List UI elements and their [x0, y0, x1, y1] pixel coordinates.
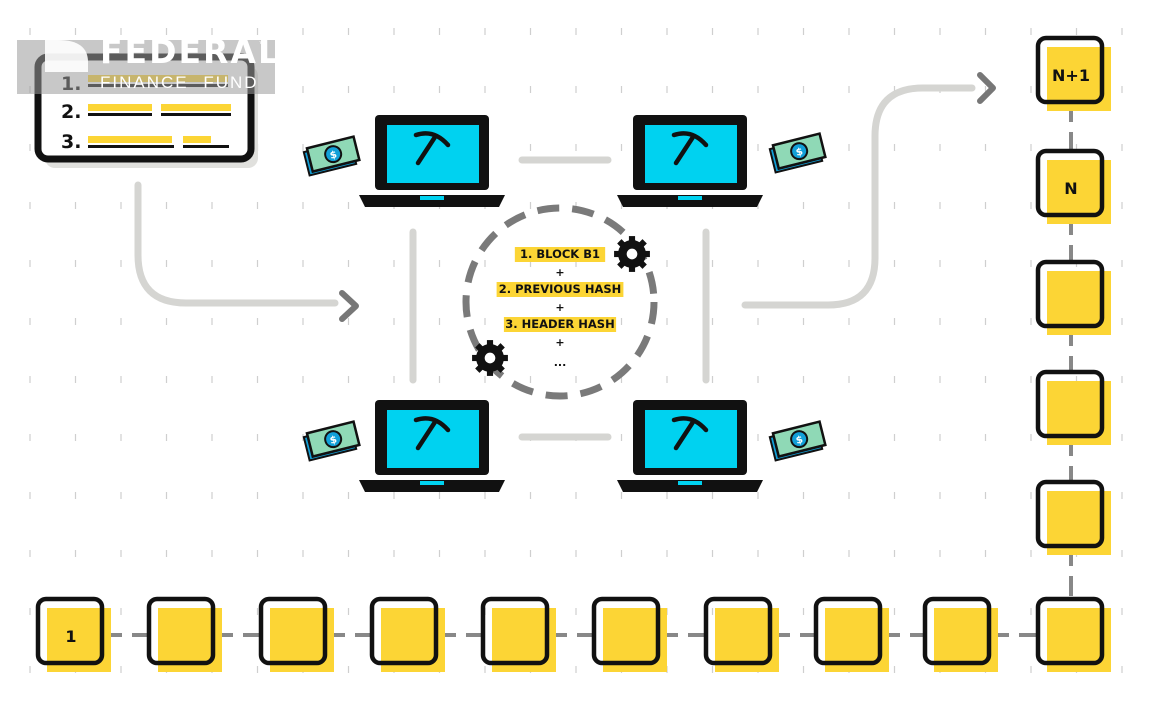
- flow-arrowheads: [339, 72, 996, 322]
- hash-operator: ...: [554, 356, 567, 369]
- hash-operator: +: [555, 301, 564, 314]
- hash-input-label: 2. PREVIOUS HASH: [499, 282, 622, 296]
- chain-block: [1035, 369, 1111, 445]
- blockchain: 1 N+1N: [35, 35, 1111, 672]
- brand-logo: FEDERAL ™ FINANCE FUND: [17, 32, 281, 94]
- chain-block: [922, 596, 998, 672]
- arrow-right-icon: [339, 290, 359, 322]
- laptop-pickaxe-icon: [359, 400, 505, 492]
- svg-text:$: $: [795, 146, 804, 158]
- chain-block: [480, 596, 556, 672]
- gear-icon: [472, 340, 508, 376]
- laptop-pickaxe-icon: [617, 115, 763, 207]
- hash-input-label: 3. HEADER HASH: [505, 317, 614, 331]
- laptop-pickaxe-icon: [617, 400, 763, 492]
- flow-line-network-to-chain: [741, 84, 976, 309]
- dollar-bill-icon: $: [768, 420, 827, 462]
- gear-icon: [614, 236, 650, 272]
- svg-text:$: $: [329, 149, 338, 161]
- chain-block: [703, 596, 779, 672]
- chain-block: 1: [35, 596, 111, 672]
- chain-block: [813, 596, 889, 672]
- hash-computation: 1. BLOCK B1 +2. PREVIOUS HASH +3. HEADER H…: [462, 204, 658, 400]
- miner-network: $ $ $ $: [302, 115, 827, 492]
- chain-block: [258, 596, 334, 672]
- chain-block: [1035, 479, 1111, 555]
- chain-block: N: [1035, 148, 1111, 224]
- logo-subtitle: FINANCE FUND: [100, 73, 259, 92]
- logo-brand: FEDERAL: [100, 32, 281, 71]
- dollar-bill-icon: $: [768, 132, 827, 174]
- chain-block: [146, 596, 222, 672]
- dollar-bill-icon: $: [302, 420, 361, 462]
- chain-block: [1035, 596, 1111, 672]
- logo-mark-icon: [45, 40, 88, 72]
- hash-operator: +: [555, 266, 564, 279]
- arrow-right-icon: [977, 72, 996, 104]
- list-item-number: 3.: [61, 131, 81, 153]
- list-item-number: 2.: [61, 101, 81, 123]
- chain-block: [1035, 259, 1111, 335]
- hash-operator: +: [555, 336, 564, 349]
- laptop-pickaxe-icon: [359, 115, 505, 207]
- logo-trademark: ™: [258, 41, 267, 51]
- svg-text:$: $: [795, 434, 804, 446]
- chain-block: [369, 596, 445, 672]
- chain-block: [591, 596, 667, 672]
- hash-input-label: 1. BLOCK B1: [520, 247, 600, 261]
- flow-line-list-to-network: [134, 181, 339, 307]
- svg-text:$: $: [329, 434, 338, 446]
- block-label: N+1: [1052, 66, 1090, 85]
- block-label: 1: [65, 627, 76, 646]
- dollar-bill-icon: $: [302, 135, 361, 177]
- chain-block: N+1: [1035, 35, 1111, 111]
- block-label: N: [1064, 179, 1077, 198]
- hash-cycle-ring: [462, 204, 658, 400]
- hash-input-labels: 1. BLOCK B1 +2. PREVIOUS HASH +3. HEADER H…: [496, 247, 624, 369]
- flow-lines: [134, 84, 976, 441]
